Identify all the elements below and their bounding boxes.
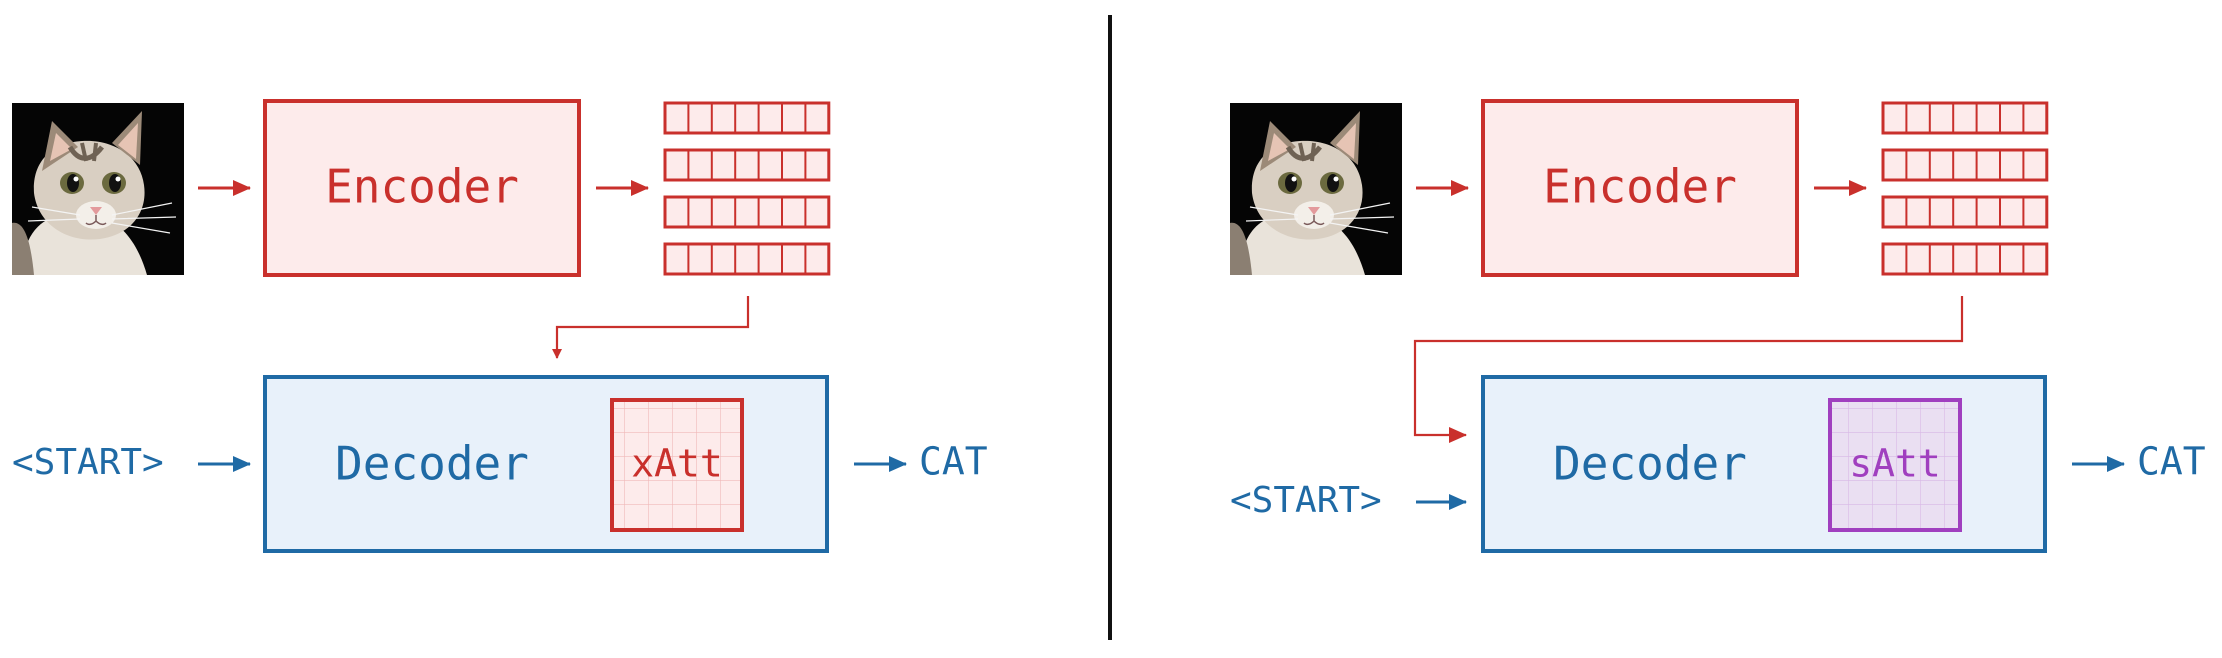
embedding-row (663, 101, 831, 135)
embedding-row-frame (1881, 195, 2049, 229)
left-panel: Encoder Decoder xAtt <START> CAT (12, 99, 988, 553)
self-attention-grid (1830, 400, 1960, 530)
cat-image (12, 103, 184, 275)
embedding-row-frame (663, 148, 831, 182)
embedding-row-frame (1881, 101, 2049, 135)
encoder-label: Encoder (325, 160, 519, 214)
self-attention-label: sAtt (1849, 442, 1941, 486)
embedding-row-frame (1881, 242, 2049, 276)
cross-attention-label: xAtt (631, 442, 723, 486)
encoder-label: Encoder (1543, 160, 1737, 214)
embedding-row-frame (663, 195, 831, 229)
start-token: <START> (1230, 480, 1382, 521)
embedding-row (663, 242, 831, 276)
encoder-box (263, 99, 581, 277)
embedding-row (1881, 195, 2049, 229)
arrow-embeddings-to-decoder (552, 296, 750, 359)
output-token: CAT (919, 440, 988, 484)
cat-image (1230, 103, 1402, 275)
decoder-label: Decoder (335, 437, 529, 491)
arrow-embeddings-to-decoder (1413, 296, 1964, 443)
embedding-row-frame (663, 101, 831, 135)
self-attention-border (1828, 398, 1962, 532)
embedding-row (1881, 101, 2049, 135)
embedding-row (1881, 242, 2049, 276)
cross-attention-grid (612, 400, 742, 530)
right-panel: Encoder Decoder sAtt <START> CAT (1230, 99, 2206, 553)
decoder-label: Decoder (1553, 437, 1747, 491)
embedding-row (663, 148, 831, 182)
embedding-row-frame (1881, 148, 2049, 182)
embedding-grid (663, 101, 831, 276)
start-token: <START> (12, 442, 164, 483)
embedding-row (1881, 148, 2049, 182)
embedding-row (663, 195, 831, 229)
output-token: CAT (2137, 440, 2206, 484)
encoder-box (1481, 99, 1799, 277)
cross-attention-border (610, 398, 744, 532)
embedding-row-frame (663, 242, 831, 276)
embedding-grid (1881, 101, 2049, 276)
